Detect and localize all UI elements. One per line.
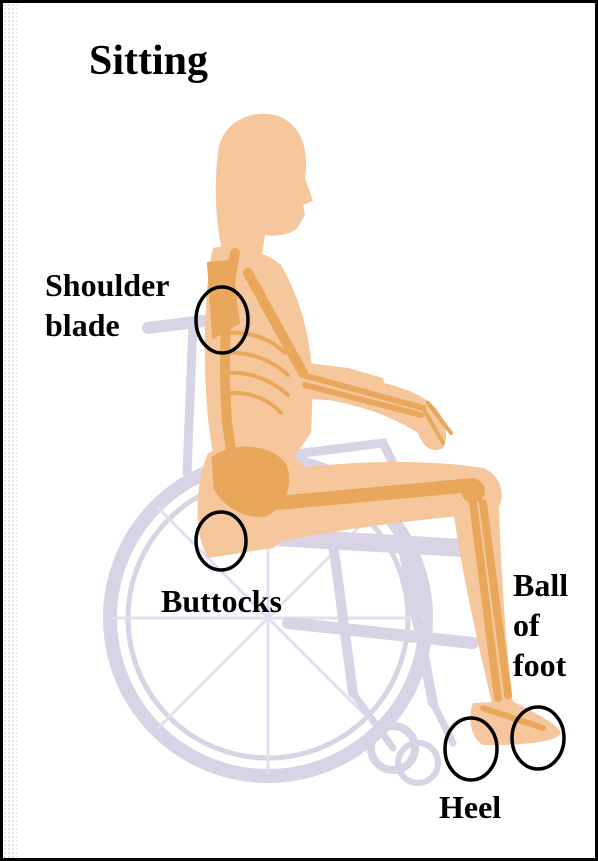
label-ball-line-2: of <box>513 605 568 645</box>
figure-title: Sitting <box>89 35 208 88</box>
label-shoulder-blade: Shoulder blade <box>45 265 169 345</box>
label-shoulder-line-1: Shoulder <box>45 265 169 305</box>
sitting-illustration <box>3 3 598 861</box>
label-heel: Heel <box>439 787 501 827</box>
label-ball-of-foot: Ball of foot <box>513 565 568 685</box>
marker-heel <box>445 718 497 780</box>
label-ball-line-3: foot <box>513 645 568 685</box>
human-figure <box>197 114 561 745</box>
label-ball-line-1: Ball <box>513 565 568 605</box>
label-shoulder-line-2: blade <box>45 305 169 345</box>
head <box>216 114 313 265</box>
label-buttocks: Buttocks <box>161 581 282 621</box>
